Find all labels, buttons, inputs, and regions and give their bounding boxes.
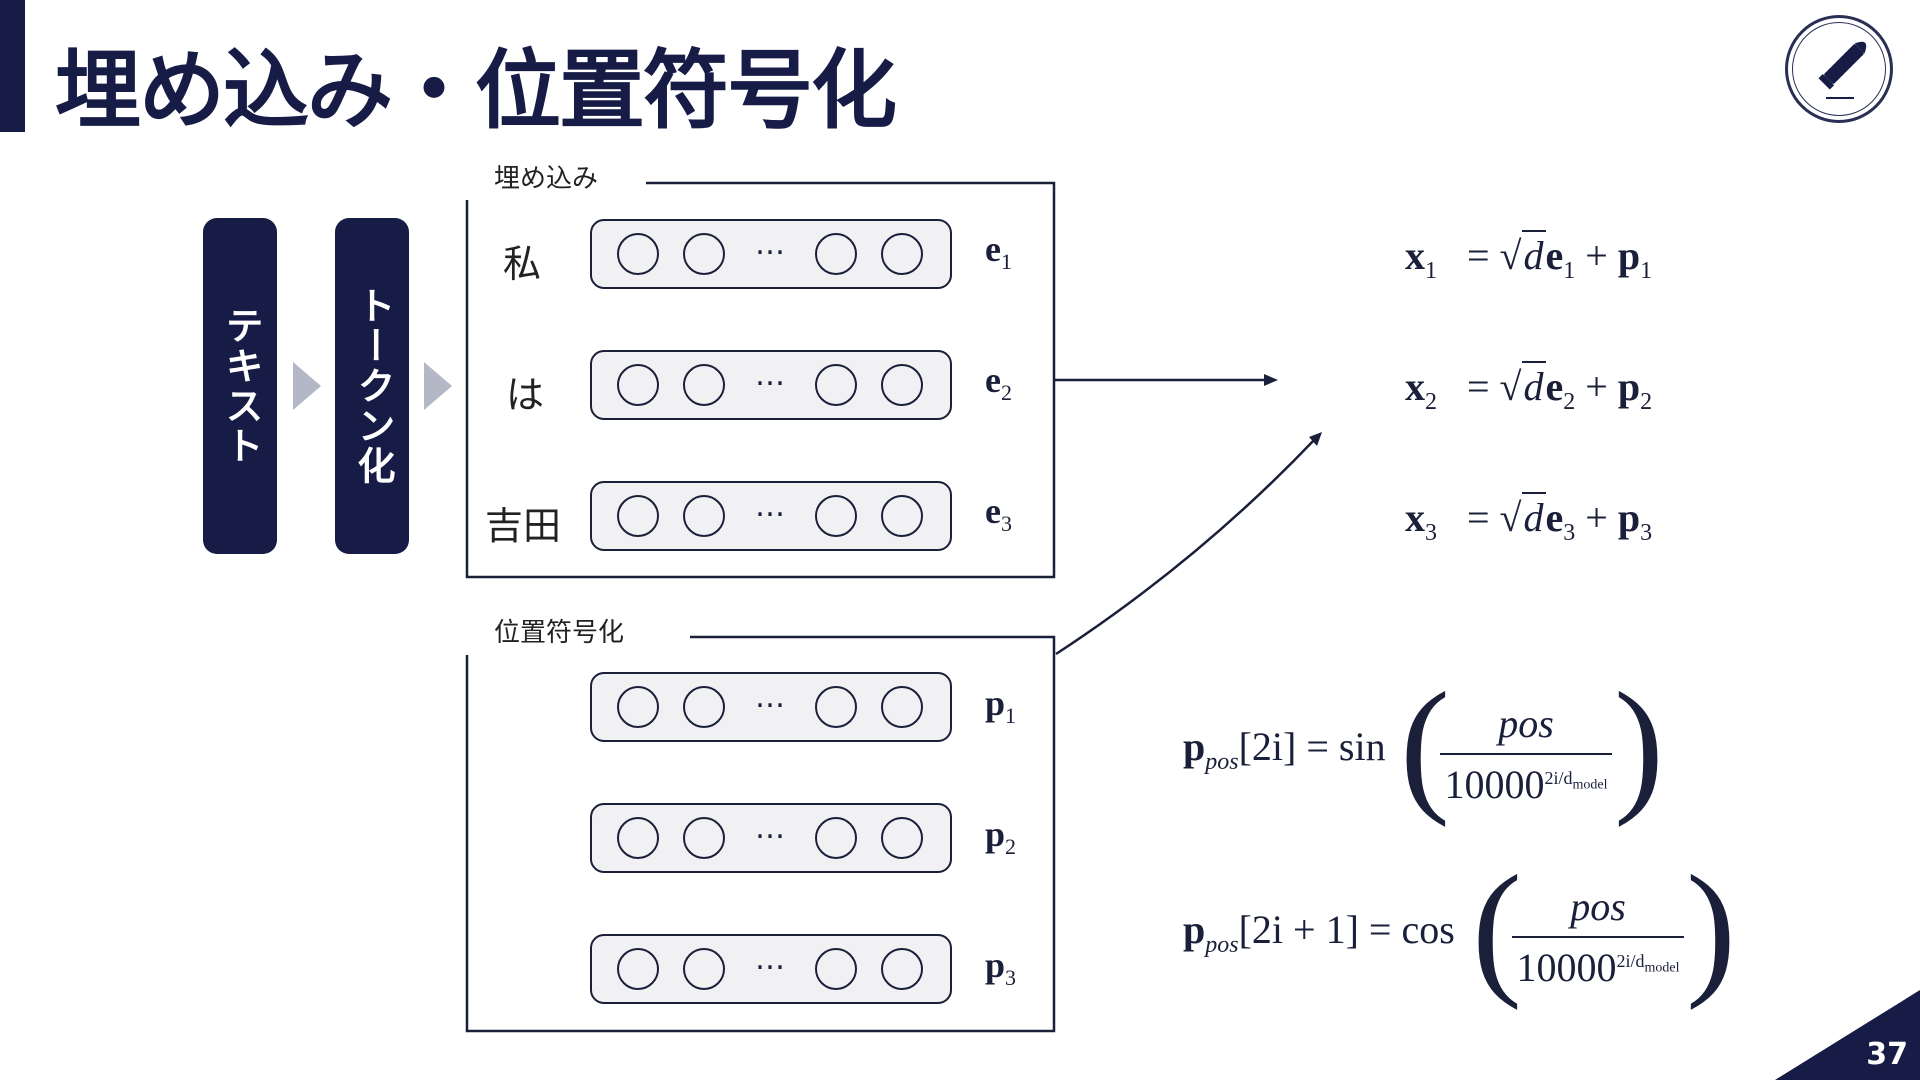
positional-vector: …: [590, 803, 952, 873]
sin-fraction: pos 100002i/dmodel: [1440, 700, 1612, 808]
chevron-right-icon: [293, 362, 321, 410]
text-step-label: テキスト: [218, 306, 263, 466]
tokenize-step-label: トークン化: [350, 286, 395, 486]
token-wa: は: [506, 373, 545, 417]
embedding-vector: …: [590, 350, 952, 420]
vector-label-p2: p2: [985, 814, 1017, 860]
embedding-section-label: 埋め込み: [488, 158, 605, 195]
vector-label-e3: e3: [985, 491, 1012, 537]
positional-arrow: [1055, 437, 1317, 656]
cos-fraction: pos 100002i/dmodel: [1512, 883, 1684, 991]
positional-vector: …: [590, 934, 952, 1004]
cos-formula-lhs: ppos[2i + 1] = cos: [1183, 907, 1455, 958]
sin-left-paren: (: [1400, 662, 1450, 828]
tokenize-step-pill: トークン化: [335, 218, 409, 554]
equation-x2: x2 = √de2 + p2: [1405, 361, 1652, 416]
vector-label-e2: e2: [985, 360, 1012, 406]
equation-x3: x3 = √de3 + p3: [1405, 492, 1652, 547]
embedding-vector: …: [590, 219, 952, 289]
positional-vector: …: [590, 672, 952, 742]
equation-x1: x1 = √de1 + p1: [1405, 230, 1652, 285]
title-accent-bar: [0, 0, 25, 132]
page-number: 37: [1866, 1037, 1908, 1072]
page-corner-triangle: [1775, 990, 1920, 1080]
token-yoshida: 吉田: [485, 504, 562, 548]
vector-label-p1: p1: [985, 683, 1017, 729]
cos-left-paren: (: [1472, 845, 1522, 1011]
positional-section-label: 位置符号化: [488, 612, 631, 649]
bullet-pen-icon: [1785, 15, 1893, 123]
text-step-pill: テキスト: [203, 218, 277, 554]
sin-formula-lhs: ppos[2i] = sin: [1183, 724, 1386, 775]
sin-right-paren: ): [1614, 662, 1664, 828]
chevron-right-icon: [424, 362, 452, 410]
page-title: 埋め込み・位置符号化: [55, 41, 897, 141]
vector-label-p3: p3: [985, 945, 1017, 991]
embedding-vector: …: [590, 481, 952, 551]
vector-label-e1: e1: [985, 229, 1012, 275]
token-watashi: 私: [503, 242, 542, 286]
cos-right-paren: ): [1686, 845, 1736, 1011]
